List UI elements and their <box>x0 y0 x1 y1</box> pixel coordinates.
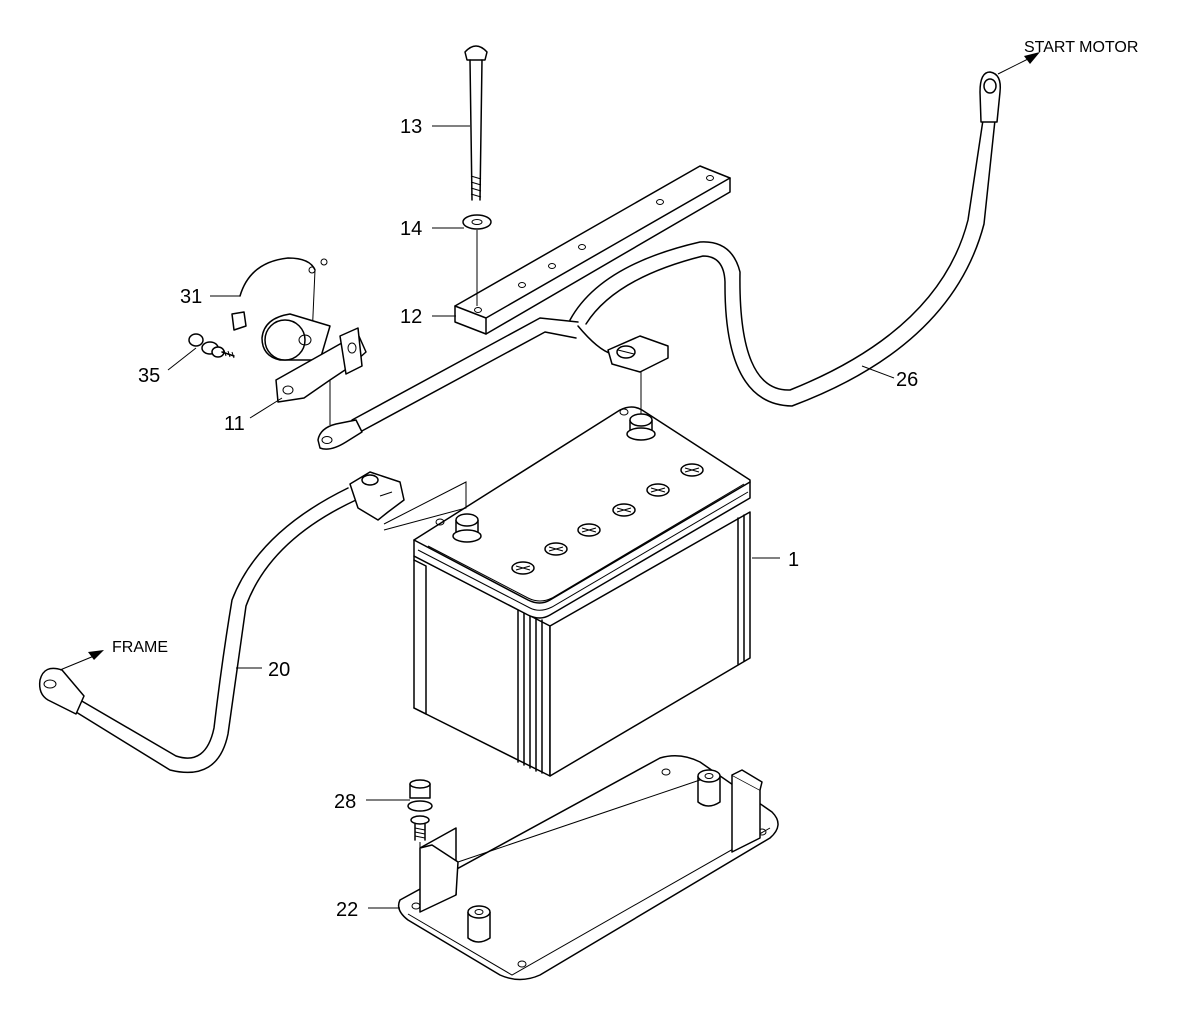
bolt-washer <box>407 779 433 900</box>
relay <box>231 257 331 361</box>
part-label-22: 22 <box>336 899 358 921</box>
battery <box>413 406 751 777</box>
part-label-35: 35 <box>138 365 160 387</box>
part-label-31: 31 <box>180 286 202 308</box>
battery-tray <box>397 755 779 981</box>
screw-washer <box>188 333 235 359</box>
start-motor-label: START MOTOR <box>1024 39 1138 56</box>
ground-cable <box>38 471 467 774</box>
part-label-1: 1 <box>788 549 799 571</box>
part-label-26: 26 <box>896 369 918 391</box>
part-label-12: 12 <box>400 306 422 328</box>
start-motor-arrow <box>997 52 1040 75</box>
washer <box>462 214 492 306</box>
frame-label: FRAME <box>112 639 168 656</box>
hold-down-bar <box>454 165 731 335</box>
part-label-28: 28 <box>334 791 356 813</box>
frame-arrow <box>59 650 104 671</box>
part-label-13: 13 <box>400 116 422 138</box>
leader-lines <box>167 125 895 909</box>
part-label-20: 20 <box>268 659 290 681</box>
part-label-14: 14 <box>400 218 422 240</box>
relay-bracket <box>275 327 367 425</box>
j-bolt <box>464 45 488 201</box>
positive-cable <box>317 71 1002 450</box>
part-label-11: 11 <box>224 413 245 435</box>
